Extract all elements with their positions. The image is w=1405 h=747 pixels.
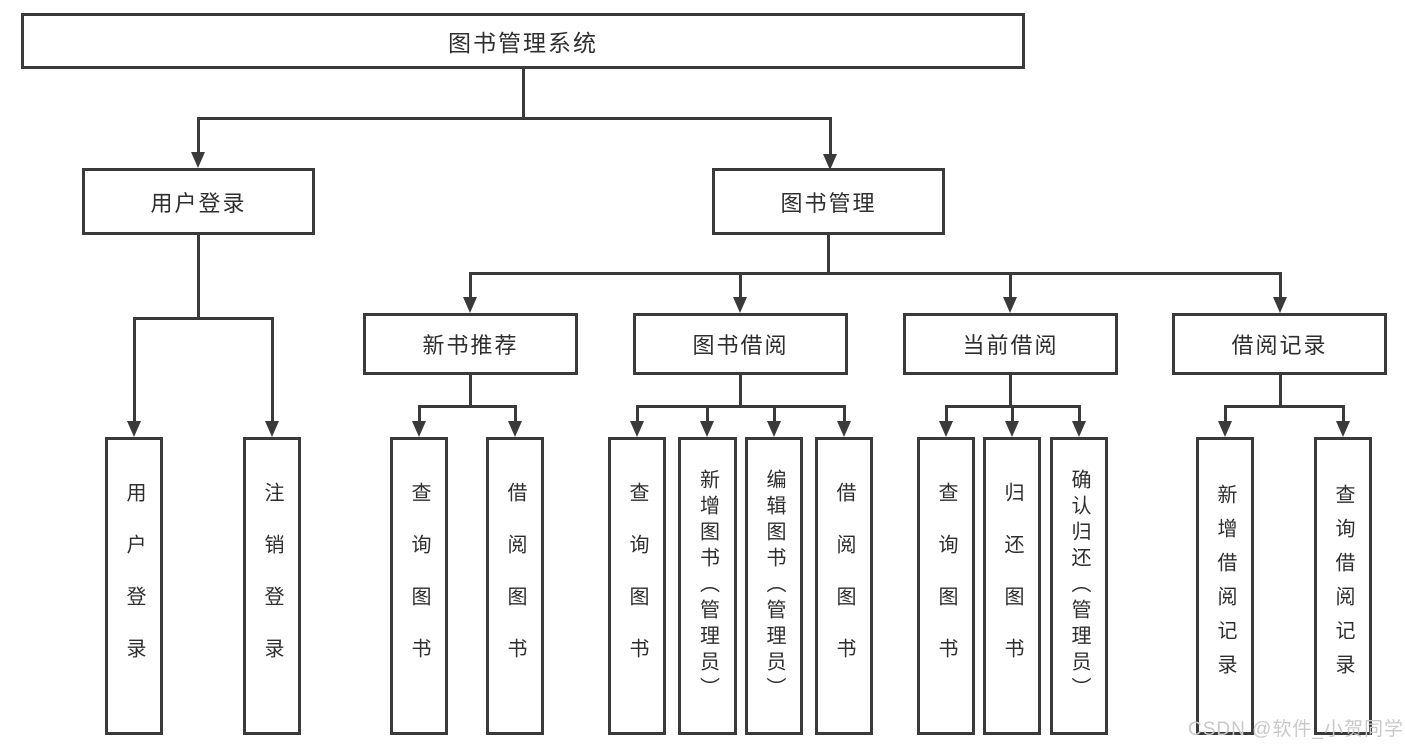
leaf-edit-books-admin: 编辑图书（管理员） (745, 437, 803, 735)
leaf-label: 用户登录 (123, 482, 145, 690)
connector-drop (417, 404, 421, 422)
leaf-borrow-books-2: 借阅图书 (815, 437, 873, 735)
node-library-management-system: 图书管理系统 (21, 13, 1025, 69)
connector-drop-book-management (828, 116, 832, 155)
connector-root-split (196, 116, 832, 120)
connector-drop (705, 404, 709, 422)
connector-drop (1223, 404, 1227, 422)
leaf-label: 新增借阅记录 (1214, 484, 1236, 688)
csdn-watermark: CSDN @软件_小贺同学 (1188, 719, 1404, 740)
connector-book-management-split (468, 271, 1282, 275)
node-book-management: 图书管理 (712, 168, 945, 235)
connector-drop (842, 404, 846, 422)
leaf-query-books-2: 查询图书 (608, 437, 666, 735)
connector-user-login-trunk (196, 235, 200, 318)
connector-trunk (468, 375, 472, 406)
connector-drop-new-book (468, 271, 472, 298)
arrow-down (767, 421, 781, 437)
leaf-return-books: 归还图书 (983, 437, 1041, 735)
node-label: 用户登录 (150, 190, 247, 216)
connector-trunk (738, 375, 742, 406)
arrow-to-leaf-user-login (127, 421, 141, 437)
leaf-user-login: 用户登录 (105, 437, 163, 735)
arrow-down (1072, 421, 1086, 437)
leaf-label: 查询借阅记录 (1332, 484, 1354, 688)
leaf-label: 查询图书 (408, 482, 430, 690)
arrow-to-new-book (463, 297, 477, 313)
leaf-confirm-return-admin: 确认归还（管理员） (1050, 437, 1108, 735)
leaf-logout: 注销登录 (243, 437, 301, 735)
connector-drop-leaf-logout (270, 316, 274, 422)
connector-drop-borrow-records (1278, 271, 1282, 298)
arrow-to-borrow-records (1273, 297, 1287, 313)
leaf-label: 编辑图书（管理员） (763, 469, 785, 703)
leaf-label: 新增图书（管理员） (696, 469, 719, 703)
connector-drop (513, 404, 517, 422)
connector-drop-leaf-user-login (132, 316, 136, 422)
connector-user-login-split (132, 316, 274, 320)
leaf-label: 借阅图书 (504, 482, 526, 690)
leaf-label: 注销登录 (261, 482, 283, 690)
leaf-add-books-admin: 新增图书（管理员） (678, 437, 737, 735)
connector-drop-user-login (196, 116, 200, 155)
arrow-down (939, 421, 953, 437)
connector-split (417, 404, 517, 408)
connector-drop (1010, 404, 1014, 422)
connector-drop (1077, 404, 1081, 422)
connector-split (635, 404, 846, 408)
arrow-down (1218, 421, 1232, 437)
leaf-label: 归还图书 (1001, 482, 1023, 690)
node-label: 图书管理 (780, 190, 877, 216)
node-new-book-recommend: 新书推荐 (363, 313, 578, 375)
connector-split (1223, 404, 1345, 408)
arrow-down (1005, 421, 1019, 437)
node-label: 借阅记录 (1231, 333, 1328, 358)
arrow-to-book-borrow (733, 297, 747, 313)
leaf-query-books-3: 查询图书 (917, 437, 975, 735)
connector-drop (635, 404, 639, 422)
node-label: 当前借阅 (962, 333, 1059, 358)
node-user-login: 用户登录 (82, 168, 315, 235)
leaf-add-borrow-record: 新增借阅记录 (1196, 437, 1254, 735)
connector-book-management-trunk (826, 235, 830, 273)
arrow-down (412, 421, 426, 437)
node-label: 图书借阅 (692, 333, 789, 358)
arrow-down (837, 421, 851, 437)
arrow-down (1336, 421, 1350, 437)
connector-trunk (1278, 375, 1282, 406)
connector-drop-current-borrow (1008, 271, 1012, 298)
arrow-to-current-borrow (1003, 297, 1017, 313)
leaf-borrow-books: 借阅图书 (486, 437, 544, 735)
node-label: 图书管理系统 (448, 30, 598, 56)
leaf-label: 确认归还（管理员） (1068, 469, 1090, 703)
node-current-borrow: 当前借阅 (903, 313, 1118, 375)
leaf-query-books: 查询图书 (390, 437, 448, 735)
arrow-down (700, 421, 714, 437)
leaf-label: 查询图书 (626, 482, 648, 690)
connector-drop (772, 404, 776, 422)
connector-drop (944, 404, 948, 422)
arrow-to-leaf-logout (265, 421, 279, 437)
leaf-query-borrow-record: 查询借阅记录 (1314, 437, 1372, 735)
connector-drop (1341, 404, 1345, 422)
connector-trunk (1008, 375, 1012, 406)
leaf-label: 查询图书 (935, 482, 957, 690)
arrow-down (630, 421, 644, 437)
arrow-to-user-login (191, 152, 205, 168)
node-borrow-records: 借阅记录 (1172, 313, 1387, 375)
arrow-to-book-management (823, 154, 837, 170)
arrow-down (508, 421, 522, 437)
connector-drop-book-borrow (738, 271, 742, 298)
node-label: 新书推荐 (422, 333, 519, 358)
leaf-label: 借阅图书 (833, 482, 855, 690)
node-book-borrow: 图书借阅 (633, 313, 848, 375)
connector-root-trunk (521, 69, 525, 118)
